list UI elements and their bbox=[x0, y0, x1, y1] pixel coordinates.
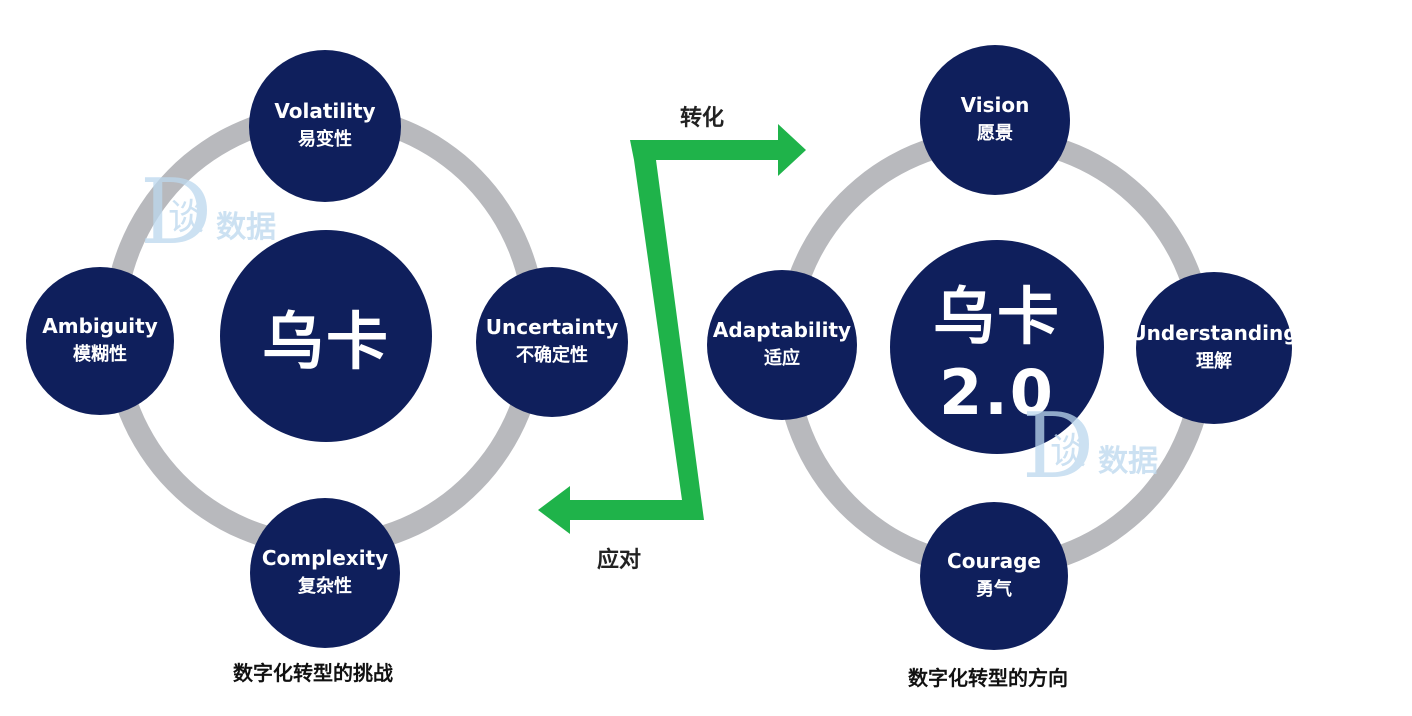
right-node-right-zh: 理解 bbox=[1196, 351, 1232, 373]
arrow-head-left bbox=[538, 486, 570, 534]
arrow-head-right bbox=[778, 124, 806, 176]
left-node-bottom-zh: 复杂性 bbox=[298, 576, 352, 598]
arrow-top-label: 转化 bbox=[680, 106, 725, 131]
watermark-left-text: 数据 bbox=[216, 210, 277, 245]
left-center-label: 乌卡 bbox=[261, 305, 390, 378]
left-node-left-en: Ambiguity bbox=[42, 314, 158, 339]
watermark-right-text: 数据 bbox=[1098, 444, 1159, 479]
left-node-bottom: Complexity 复杂性 bbox=[250, 498, 400, 648]
left-node-left-zh: 模糊性 bbox=[73, 344, 127, 366]
watermark-left-mark: 谈 bbox=[168, 197, 205, 238]
arrow-bottom-label: 应对 bbox=[597, 548, 642, 573]
left-node-top-en: Volatility bbox=[274, 99, 376, 124]
right-node-right-en: Understanding bbox=[1130, 321, 1298, 346]
left-node-bottom-en: Complexity bbox=[261, 546, 389, 571]
left-node-top: Volatility 易变性 bbox=[249, 50, 401, 202]
right-node-top-en: Vision bbox=[960, 93, 1030, 118]
left-node-right-en: Uncertainty bbox=[485, 315, 619, 340]
right-caption: 数字化转型的方向 bbox=[908, 666, 1068, 690]
right-node-bottom-en: Courage bbox=[947, 549, 1041, 574]
right-node-left-zh: 适应 bbox=[764, 348, 800, 370]
left-node-right: Uncertainty 不确定性 bbox=[476, 267, 628, 417]
right-node-left-en: Adaptability bbox=[712, 318, 852, 343]
right-node-bottom: Courage 勇气 bbox=[920, 502, 1068, 650]
right-node-top: Vision 愿景 bbox=[920, 45, 1070, 195]
left-node-top-zh: 易变性 bbox=[298, 129, 352, 151]
left-caption: 数字化转型的挑战 bbox=[233, 661, 393, 685]
left-node-right-zh: 不确定性 bbox=[516, 345, 588, 367]
arrow-body bbox=[570, 140, 778, 520]
right-node-left: Adaptability 适应 bbox=[707, 270, 857, 420]
watermark-right-mark: 谈 bbox=[1050, 431, 1087, 472]
left-node-left: Ambiguity 模糊性 bbox=[26, 267, 174, 415]
left-center-node: 乌卡 bbox=[220, 230, 432, 442]
right-node-right: Understanding 理解 bbox=[1130, 272, 1298, 424]
right-center-label: 乌卡2.0 bbox=[932, 279, 1061, 429]
right-node-top-zh: 愿景 bbox=[977, 123, 1013, 145]
right-center-node: 乌卡2.0 bbox=[890, 240, 1104, 454]
right-node-bottom-zh: 勇气 bbox=[976, 579, 1012, 601]
